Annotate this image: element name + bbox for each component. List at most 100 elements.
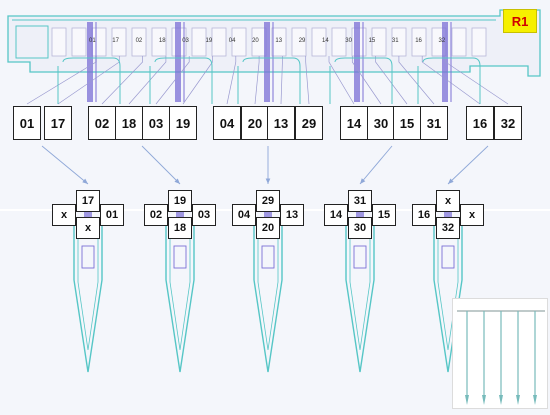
probe-site	[444, 208, 452, 220]
pad-label: 04	[228, 38, 236, 44]
probe-left-label: 04	[232, 204, 256, 226]
probe-left-label: 16	[412, 204, 436, 226]
arrow-head	[82, 178, 88, 184]
probe-bottom-label: 20	[256, 217, 280, 239]
connector-pad	[131, 27, 147, 57]
channel-label-box: 15	[393, 106, 421, 140]
routing-trace	[421, 56, 481, 105]
pad-label: 01	[89, 38, 96, 44]
connector-pad	[411, 27, 427, 57]
teal-route	[422, 57, 481, 104]
probe-electrode	[441, 245, 455, 269]
probe-top-label: 29	[256, 190, 280, 212]
teal-route	[242, 57, 301, 104]
inset-drawing	[457, 310, 545, 405]
probe-top-label: 19	[168, 190, 192, 212]
probe-shank-inner	[169, 220, 191, 351]
inset-tip	[516, 395, 520, 405]
probe-site	[176, 208, 184, 220]
pad-label: 13	[275, 38, 283, 44]
connector-pad	[191, 27, 207, 57]
mapping-arrow	[41, 145, 89, 185]
probe-shank	[433, 206, 463, 373]
channel-label-box: 30	[367, 106, 395, 140]
probe-shank-inner	[437, 220, 459, 351]
channel-label-box: 16	[466, 106, 494, 140]
pad-label: 30	[345, 38, 352, 44]
pad-label: 18	[158, 38, 166, 44]
pad-label: 02	[135, 38, 143, 44]
probe-electrode	[353, 245, 367, 269]
channel-label-box: 29	[295, 106, 323, 140]
pad-label: 19	[205, 38, 213, 44]
probe-electrode	[261, 245, 275, 269]
connector-pad	[151, 27, 167, 57]
routing-trace	[101, 56, 143, 105]
probe-top-label: 17	[76, 190, 100, 212]
probe-shank	[345, 206, 375, 373]
left-pad	[15, 25, 49, 59]
channel-label-box: 18	[115, 106, 143, 140]
probe-array-inset	[452, 298, 548, 409]
pad-label: 17	[112, 38, 119, 44]
connector-pad	[451, 27, 467, 57]
probe-bottom-label: 18	[168, 217, 192, 239]
probe-bottom-label: 30	[348, 217, 372, 239]
region-badge: R1	[503, 9, 537, 33]
channel-label-box: 17	[44, 106, 72, 140]
metal-bar	[87, 22, 93, 102]
channel-label-box: 04	[213, 106, 241, 140]
teal-route	[62, 57, 121, 104]
channel-label-box: 32	[494, 106, 522, 140]
probe-shank	[165, 206, 195, 373]
probe-shank-inner	[257, 220, 279, 351]
probe-right-label: 15	[372, 204, 396, 226]
mapping-arrow	[141, 145, 181, 185]
probe-right-label: 13	[280, 204, 304, 226]
teal-route	[334, 57, 393, 104]
probe-shank	[253, 206, 283, 373]
probe-site	[84, 208, 92, 220]
probe-site	[264, 208, 272, 220]
metal-bar	[175, 22, 181, 102]
probe-bottom-label: 32	[436, 217, 460, 239]
metal-bar	[442, 22, 448, 102]
arrow-head	[360, 178, 366, 184]
channel-label-box: 01	[13, 106, 41, 140]
probe-left-label: 02	[144, 204, 168, 226]
mapping-arrow	[447, 145, 489, 185]
probe-site	[356, 208, 364, 220]
pad-label: 16	[415, 38, 422, 44]
probe-electrode	[173, 245, 187, 269]
inset-tip	[533, 395, 537, 405]
mapping-arrow	[359, 145, 393, 185]
probe-top-label: 31	[348, 190, 372, 212]
routing-trace	[226, 56, 237, 105]
arrow-head	[265, 178, 271, 184]
routing-trace	[328, 56, 355, 105]
pad-label: 32	[438, 38, 446, 44]
connector-pad	[371, 27, 387, 57]
channel-label-box: 03	[142, 106, 170, 140]
pad-label: 29	[298, 38, 306, 44]
probe-shank-inner	[77, 220, 99, 351]
channel-label-box: 02	[88, 106, 116, 140]
probe-shank-inner	[349, 220, 371, 351]
connector-pad	[311, 27, 327, 57]
connector-pad	[331, 27, 347, 57]
pad-label: 31	[391, 38, 399, 44]
connector-pad	[291, 27, 307, 57]
pad-label: 14	[322, 38, 329, 44]
inset-tip	[499, 395, 503, 405]
channel-label-box: 19	[169, 106, 197, 140]
connector-pad	[211, 27, 227, 57]
probe-left-label: x	[52, 204, 76, 226]
inset-tip	[465, 395, 469, 405]
connector-pad	[471, 27, 487, 57]
probe-shank	[73, 206, 103, 373]
channel-label-box: 13	[267, 106, 295, 140]
probe-electrode	[81, 245, 95, 269]
probe-top-label: x	[436, 190, 460, 212]
